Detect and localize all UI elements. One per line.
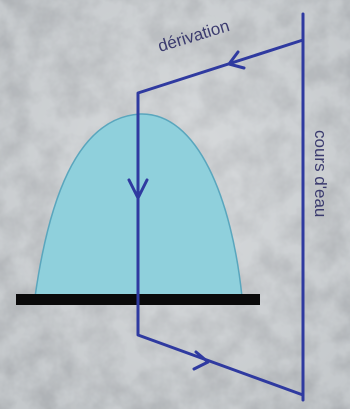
derivation-path: [136, 38, 305, 397]
watercourse-label: cours d'eau: [311, 130, 330, 217]
chevron-arrow-icon: [227, 50, 246, 70]
chevron-arrow-icon: [127, 178, 149, 200]
chevron-arrow-icon: [192, 350, 210, 371]
